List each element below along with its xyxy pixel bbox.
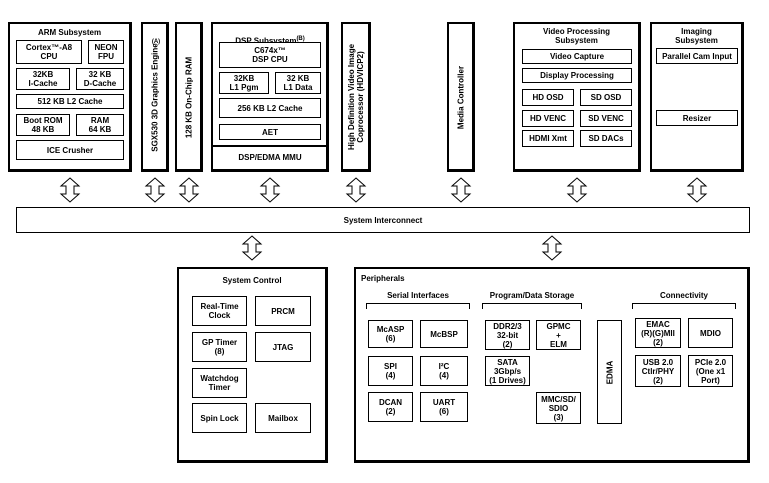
prcm: PRCM [255, 296, 311, 326]
serial-interfaces-title: Serial Interfaces [387, 291, 449, 300]
video-title: Video Processing Subsystem [543, 27, 610, 45]
imaging-arrow [687, 177, 707, 203]
edma-label: EDMA [605, 360, 614, 385]
hdvicp2-label: High Definition Video Image Coprocessor … [347, 22, 365, 172]
dsp-note: (B) [296, 36, 305, 42]
boot-rom: Boot ROM 48 KB [16, 114, 70, 136]
sd-osd: SD OSD [580, 89, 632, 106]
real-time-clock: Real-Time Clock [192, 296, 247, 326]
dsp-l2-cache: 256 KB L2 Cache [219, 98, 321, 118]
system-control-title: System Control [222, 276, 282, 285]
system-control-arrow [242, 235, 262, 261]
watchdog-timer: Watchdog Timer [192, 368, 247, 398]
storage-title: Program/Data Storage [489, 291, 575, 300]
sd-venc: SD VENC [580, 110, 632, 127]
spi: SPI (4) [368, 356, 413, 386]
storage-bracket [482, 303, 582, 309]
gp-timer: GP Timer (8) [192, 332, 247, 362]
hdvicp2-line2: Coprocessor (HDVICP2) [355, 50, 365, 143]
hdvicp2-line1: High Definition Video Image [346, 43, 356, 150]
ddr: DDR2/3 32-bit (2) [485, 320, 530, 350]
sgx-arrow [145, 177, 165, 203]
mmc-sd-sdio: MMC/SD/ SDIO (3) [536, 392, 581, 424]
arm-ram: RAM 64 KB [76, 114, 124, 136]
media-controller: Media Controller [447, 22, 475, 172]
sd-dacs: SD DACs [580, 130, 632, 147]
arm-subsystem-title: ARM Subsystem [37, 28, 102, 37]
arm-arrow [60, 177, 80, 203]
sgx530-label: SGX530 3D Graphics Engine [150, 42, 159, 152]
cortex-a8-cpu: Cortex™-A8 CPU [16, 40, 82, 64]
usb-2-0: USB 2.0 Ctlr/PHY (2) [635, 355, 681, 387]
emac: EMAC (R)(G)MII (2) [635, 318, 681, 348]
imaging-subsystem: Imaging Subsystem [650, 22, 744, 172]
peripherals-title: Peripherals [361, 274, 405, 283]
mdio: MDIO [688, 318, 733, 348]
hdvicp-arrow [346, 177, 366, 203]
resizer: Resizer [656, 110, 738, 126]
on-chip-ram-label: 128 KB On-Chip RAM [184, 56, 193, 138]
video-capture: Video Capture [522, 49, 632, 64]
hdmi-xmt: HDMI Xmt [522, 130, 574, 147]
arm-icache: 32KB I-Cache [16, 68, 70, 90]
connectivity-bracket [632, 303, 736, 309]
dsp-subsystem-title: DSP Subsystem(B) [213, 26, 327, 46]
c674x-dsp-cpu: C674x™ DSP CPU [219, 42, 321, 68]
hd-osd: HD OSD [522, 89, 574, 106]
arm-l2-cache: 512 KB L2 Cache [16, 94, 124, 109]
hd-venc: HD VENC [522, 110, 574, 127]
video-arrow [567, 177, 587, 203]
dsp-arrow [260, 177, 280, 203]
peripherals-arrow [542, 235, 562, 261]
spin-lock: Spin Lock [192, 403, 247, 433]
serial-interfaces-bracket [366, 303, 470, 309]
i2c: I²C (4) [420, 356, 468, 386]
sgx530-note: (A) [151, 39, 161, 45]
arm-dcache: 32 KB D-Cache [76, 68, 124, 90]
gpmc-elm: GPMC + ELM [536, 320, 581, 350]
media-controller-label: Media Controller [456, 65, 465, 129]
parallel-cam-input: Parallel Cam Input [656, 48, 738, 64]
dsp-l1-data: 32 KB L1 Data [275, 72, 321, 94]
dcan: DCAN (2) [368, 392, 413, 422]
uart: UART (6) [420, 392, 468, 422]
mcbsp: McBSP [420, 320, 468, 348]
ice-crusher: ICE Crusher [16, 140, 124, 160]
dsp-aet: AET [219, 124, 321, 140]
hdvicp2-coprocessor: High Definition Video Image Coprocessor … [341, 22, 371, 172]
media-arrow [451, 177, 471, 203]
mcasp: McASP (6) [368, 320, 413, 348]
dsp-title-text: DSP Subsystem [235, 37, 296, 46]
pcie-2-0: PCIe 2.0 (One x1 Port) [688, 355, 733, 387]
ram-arrow [179, 177, 199, 203]
imaging-title: Imaging Subsystem [675, 27, 718, 45]
system-interconnect: System Interconnect [16, 207, 750, 233]
display-processing: Display Processing [522, 68, 632, 83]
sata: SATA 3Gbp/s (1 Drives) [485, 356, 530, 386]
dsp-l1-pgm: 32KB L1 Pgm [219, 72, 269, 94]
dsp-divider [211, 145, 329, 147]
edma: EDMA [597, 320, 622, 424]
on-chip-ram: 128 KB On-Chip RAM [175, 22, 203, 172]
neon-fpu: NEON FPU [88, 40, 124, 64]
dsp-edma-mmu: DSP/EDMA MMU [238, 153, 302, 162]
jtag: JTAG [255, 332, 311, 362]
connectivity-title: Connectivity [659, 291, 708, 300]
mailbox: Mailbox [255, 403, 311, 433]
sgx530-graphics-engine: SGX530 3D Graphics Engine [141, 22, 169, 172]
